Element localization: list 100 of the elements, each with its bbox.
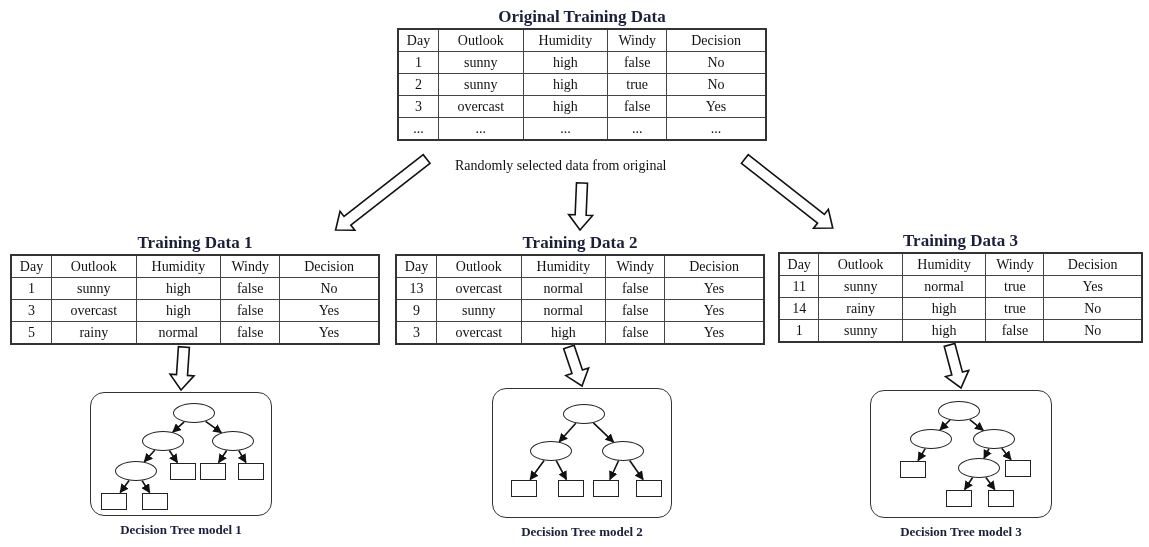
table-title: Original Training Data: [497, 6, 667, 28]
table-cell: Outlook: [51, 255, 137, 278]
hollow-arrow: [562, 344, 590, 388]
table-cell: false: [607, 51, 667, 74]
hollow-arrow: [740, 153, 834, 229]
model-caption: Decision Tree model 2: [520, 524, 644, 540]
arrow: [1000, 447, 1012, 461]
table-title: Training Data 1: [136, 232, 254, 254]
arrow: [168, 449, 179, 464]
leaf-node: [200, 462, 226, 480]
hollow-arrow: [943, 342, 971, 390]
arrow: [217, 449, 228, 464]
table-cell: sunny: [436, 299, 522, 322]
table-cell: Windy: [985, 253, 1044, 276]
leaf-node: [593, 479, 619, 497]
leaf-node: [988, 489, 1014, 507]
model-caption: Decision Tree model 3: [899, 524, 1023, 540]
arrow: [143, 449, 156, 463]
table-cell: 2: [398, 73, 439, 96]
arrow: [237, 449, 247, 464]
table-cell: Windy: [220, 255, 280, 278]
arrow: [529, 459, 545, 481]
table-cell: false: [220, 277, 280, 300]
hollow-arrow: [334, 153, 432, 232]
arrow: [968, 418, 985, 432]
arrow: [555, 459, 568, 481]
leaf-node: [142, 492, 168, 510]
table-cell: false: [220, 299, 280, 322]
leaf-node: [238, 462, 264, 480]
table-cell: Day: [396, 255, 437, 278]
arrow: [628, 459, 644, 481]
arrow: [204, 420, 223, 434]
table-cell: 14: [779, 297, 819, 320]
hollow-arrow: [168, 345, 196, 392]
table-cell: high: [136, 299, 221, 322]
table-cell: 9: [396, 299, 437, 322]
table-cell: false: [607, 95, 667, 118]
table-cell: Humidity: [523, 29, 608, 52]
table-cell: Outlook: [436, 255, 522, 278]
table-cell: Humidity: [902, 253, 986, 276]
table-cell: high: [902, 297, 986, 320]
table-cell: normal: [521, 299, 606, 322]
table-cell: 13: [396, 277, 437, 300]
table-cell: sunny: [51, 277, 137, 300]
model-caption: Decision Tree model 1: [119, 522, 243, 538]
table-cell: high: [136, 277, 221, 300]
table-cell: overcast: [51, 299, 137, 322]
arrow: [985, 476, 996, 491]
table-cell: Outlook: [818, 253, 903, 276]
table-cell: normal: [521, 277, 606, 300]
table-cell: Humidity: [521, 255, 606, 278]
leaf-node: [511, 479, 537, 497]
arrow: [983, 447, 992, 460]
table-cell: true: [985, 275, 1044, 298]
note-text: Randomly selected data from original: [455, 158, 667, 174]
leaf-node: [558, 479, 584, 497]
table-cell: high: [523, 95, 608, 118]
table-cell: Windy: [605, 255, 665, 278]
table-cell: false: [605, 299, 665, 322]
leaf-node: [900, 460, 926, 478]
table-cell: Outlook: [438, 29, 524, 52]
table-cell: sunny: [438, 73, 524, 96]
arrow: [917, 447, 927, 462]
arrow: [119, 479, 130, 494]
table-cell: overcast: [436, 277, 522, 300]
table-cell: false: [605, 277, 665, 300]
arrow: [558, 422, 577, 443]
arrow: [963, 476, 974, 491]
table-cell: normal: [902, 275, 986, 298]
table-cell: Windy: [607, 29, 667, 52]
table-cell: true: [607, 73, 667, 96]
hollow-arrow: [567, 181, 595, 232]
leaf-node: [1005, 459, 1031, 477]
table-cell: 1: [398, 51, 439, 74]
table-cell: sunny: [438, 51, 524, 74]
table-cell: Humidity: [136, 255, 221, 278]
table-cell: 3: [398, 95, 439, 118]
table-cell: true: [985, 297, 1044, 320]
arrow: [172, 421, 185, 433]
table-cell: Day: [11, 255, 52, 278]
leaf-node: [636, 479, 662, 497]
leaf-node: [946, 489, 972, 507]
arrow: [592, 422, 615, 443]
arrow: [609, 459, 620, 481]
table-cell: 11: [779, 275, 819, 298]
table-cell: overcast: [438, 95, 524, 118]
table-cell: sunny: [818, 275, 903, 298]
table-cell: rainy: [818, 297, 903, 320]
table-title: Training Data 3: [902, 230, 1019, 252]
table-cell: Day: [779, 253, 819, 276]
leaf-node: [170, 462, 196, 480]
arrow: [939, 419, 951, 431]
table-cell: Day: [398, 29, 439, 52]
arrow: [141, 479, 151, 494]
table-cell: high: [523, 51, 608, 74]
table-cell: 1: [11, 277, 52, 300]
table-cell: 3: [11, 299, 52, 322]
leaf-node: [101, 492, 127, 510]
table-cell: high: [523, 73, 608, 96]
table-title: Training Data 2: [521, 232, 639, 254]
